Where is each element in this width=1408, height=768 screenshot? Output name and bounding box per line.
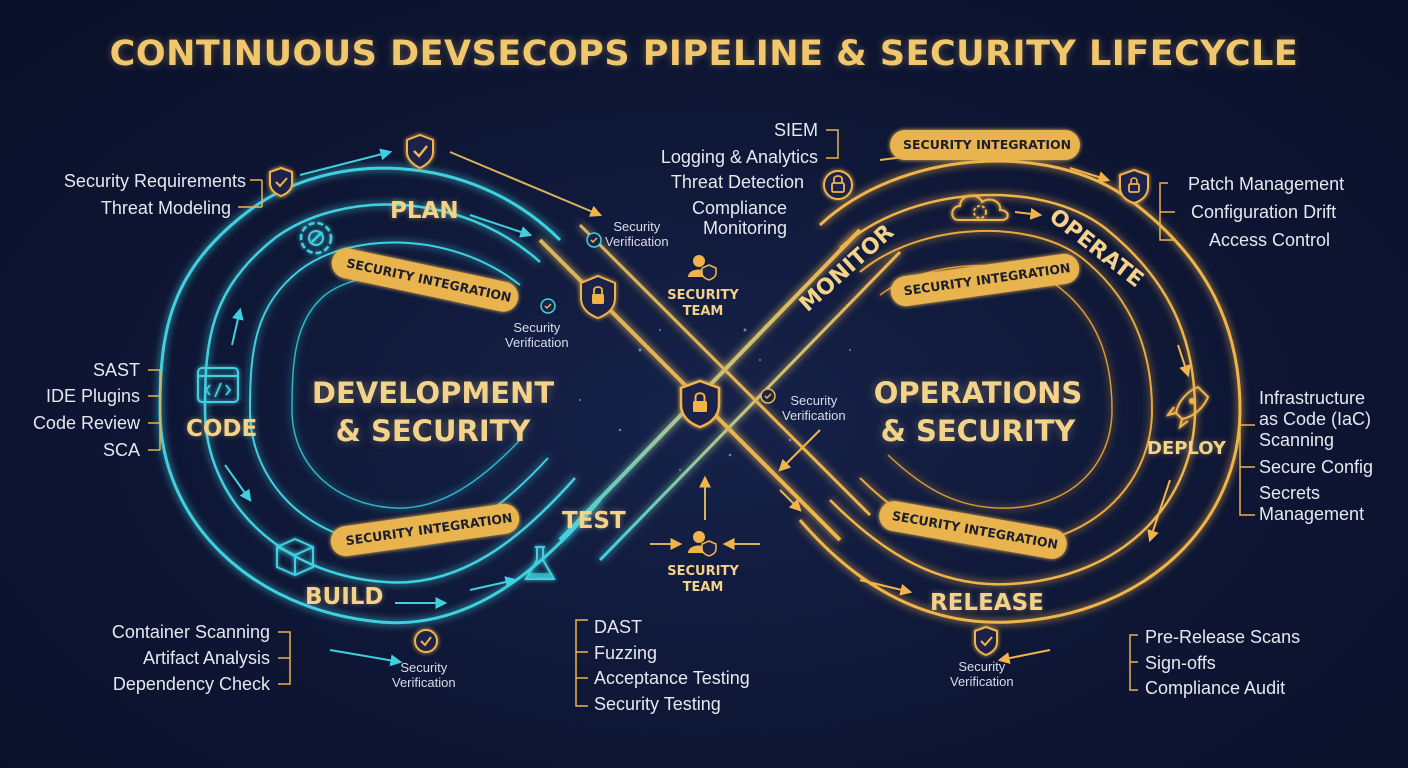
label-connectors	[148, 129, 1255, 707]
code-label: Code Review	[32, 413, 140, 433]
release-label: Pre-Release Scans	[1145, 627, 1301, 647]
operate-label: Patch Management	[1188, 174, 1345, 194]
lock-shield-icon	[679, 379, 721, 429]
stage-deploy: DEPLOY	[1147, 438, 1226, 459]
flask-icon	[524, 546, 556, 580]
check-badge-icon	[586, 232, 602, 248]
security-verification-label: Security Verification	[392, 660, 456, 690]
monitor-label: SIEM	[773, 120, 818, 140]
development-security-title: DEVELOPMENT & SECURITY	[302, 374, 564, 450]
stage-release: RELEASE	[930, 590, 1044, 616]
security-verification-label: Security Verification	[950, 659, 1014, 689]
operate-label: Configuration Drift	[1191, 202, 1337, 222]
deploy-label-line: Management	[1259, 504, 1365, 524]
verification-line-1: Security	[613, 219, 661, 234]
monitor-label: Logging & Analytics	[660, 147, 818, 167]
cloud-gear-icon	[951, 194, 1009, 221]
security-team-label: SECURITY TEAM	[656, 288, 750, 320]
shield-check-icon	[269, 166, 293, 198]
code-label: SAST	[92, 360, 140, 380]
monitor-label: Compliance	[691, 198, 787, 218]
check-badge-icon	[760, 388, 776, 404]
stage-plan: PLAN	[390, 198, 459, 224]
operations-security-title: OPERATIONS & SECURITY	[852, 374, 1104, 450]
verification-line-1: Security	[958, 659, 1006, 674]
verification-line-2: Verification	[505, 335, 569, 350]
deploy-label-iac: Infrastructure as Code (IaC) Scanning	[1259, 388, 1371, 451]
deploy-label-line: Scanning	[1259, 430, 1335, 450]
build-label: Artifact Analysis	[142, 648, 270, 668]
verification-line-2: Verification	[392, 675, 456, 690]
code-label: IDE Plugins	[45, 386, 140, 406]
release-label: Sign-offs	[1145, 653, 1216, 673]
team-line-1: SECURITY	[667, 564, 739, 579]
test-label: DAST	[594, 617, 643, 637]
operate-label: Access Control	[1209, 230, 1331, 250]
code-label: SCA	[102, 440, 140, 460]
center-left-line-2: & SECURITY	[335, 414, 531, 448]
rocket-icon	[1165, 385, 1210, 430]
verification-line-1: Security	[513, 320, 561, 335]
build-label: Container Scanning	[111, 622, 270, 642]
deploy-label-line: as Code (IaC)	[1259, 409, 1372, 429]
band-label-monitor: SECURITY INTEGRATION	[903, 137, 1072, 152]
flow-arrows	[224, 145, 1191, 667]
build-label: Dependency Check	[112, 674, 270, 694]
test-label: Fuzzing	[594, 643, 658, 663]
verification-line-2: Verification	[950, 674, 1014, 689]
security-verification-label: Security Verification	[782, 393, 846, 423]
team-line-1: SECURITY	[667, 288, 739, 303]
gear-wrench-icon	[299, 221, 333, 255]
test-label: Security Testing	[594, 694, 721, 714]
shield-check-icon	[406, 133, 434, 170]
test-label: Acceptance Testing	[594, 668, 750, 688]
team-line-2: TEAM	[682, 304, 724, 319]
check-badge-icon	[974, 625, 998, 657]
plan-label: Security Requirements	[63, 171, 246, 191]
padlock-icon	[1119, 168, 1149, 205]
security-team-label: SECURITY TEAM	[656, 564, 750, 596]
stage-build: BUILD	[305, 584, 384, 610]
code-window-icon	[197, 367, 239, 403]
stage-test: TEST	[562, 508, 626, 534]
user-shield-icon	[688, 255, 717, 281]
verification-line-2: Verification	[782, 408, 846, 423]
lock-shield-icon	[580, 274, 616, 320]
padlock-icon	[823, 170, 853, 200]
package-box-icon	[276, 537, 314, 577]
check-badge-icon	[540, 298, 556, 314]
stage-code: CODE	[186, 416, 258, 442]
deploy-label-secrets: Secrets Management	[1259, 483, 1364, 525]
sparkle-dots	[579, 328, 851, 471]
monitor-label: Monitoring	[702, 218, 787, 238]
center-right-line-2: & SECURITY	[880, 414, 1076, 448]
page-title: CONTINUOUS DEVSECOPS PIPELINE & SECURITY…	[109, 34, 1299, 74]
deploy-label-line: Secrets	[1259, 483, 1321, 503]
verification-line-1: Security	[790, 393, 838, 408]
deploy-label: Secure Config	[1259, 457, 1374, 477]
team-line-2: TEAM	[682, 580, 724, 595]
verification-line-1: Security	[400, 660, 448, 675]
release-label: Compliance Audit	[1145, 678, 1286, 698]
check-badge-icon	[414, 629, 438, 653]
plan-label: Threat Modeling	[100, 198, 231, 218]
security-verification-label: Security Verification	[505, 320, 569, 350]
verification-line-2: Verification	[605, 234, 669, 249]
monitor-label: Threat Detection	[670, 172, 804, 192]
deploy-label-line: Infrastructure	[1259, 388, 1366, 408]
user-shield-icon	[688, 531, 717, 557]
security-integration-pills	[330, 130, 1080, 559]
center-right-line-1: OPERATIONS	[873, 376, 1083, 410]
security-verification-label: Security Verification	[605, 219, 669, 249]
center-left-line-1: DEVELOPMENT	[311, 376, 555, 410]
